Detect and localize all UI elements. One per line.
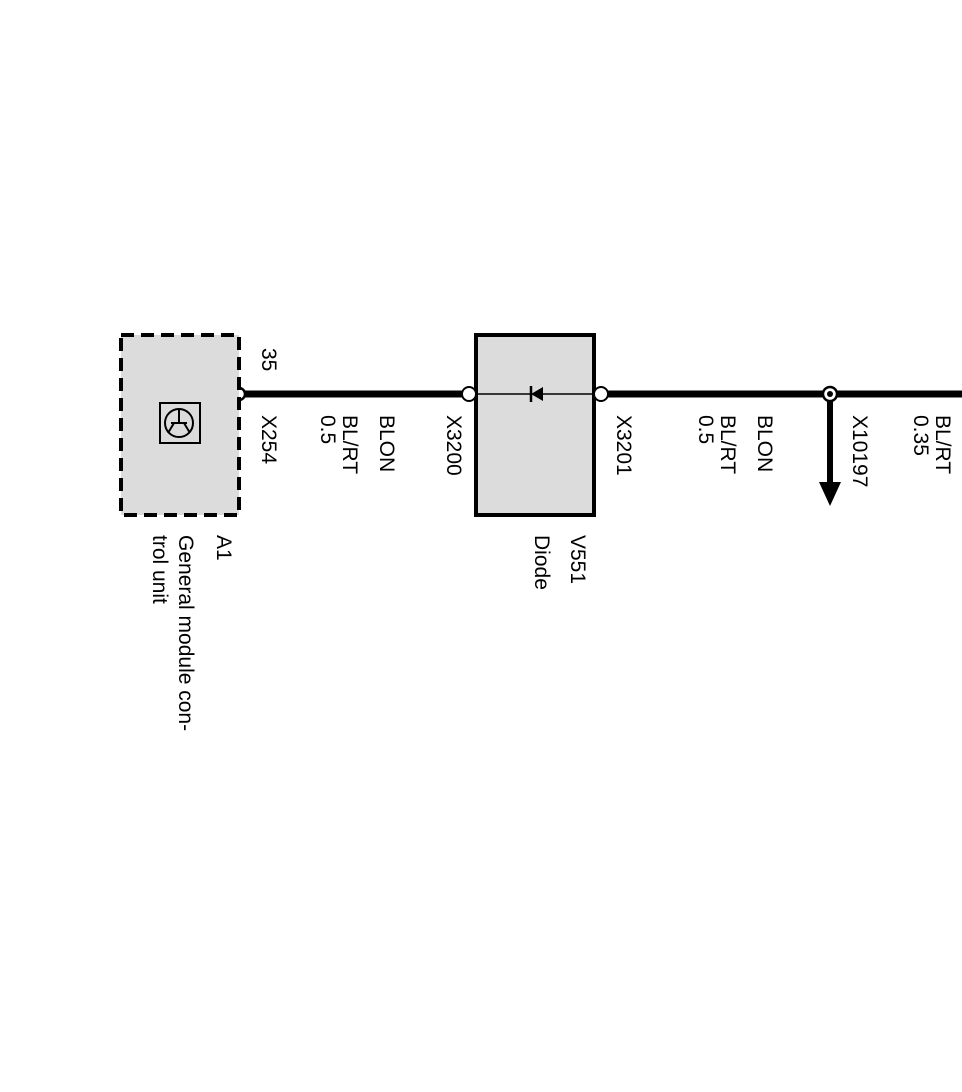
a1-component-name-line2: trol unit <box>148 535 171 604</box>
w1-size-label: 0.5 <box>316 415 339 445</box>
w2-color-label: BL/RT <box>716 415 739 475</box>
transistor-icon <box>159 402 201 444</box>
w2-size-label: 0.5 <box>694 415 717 445</box>
w2-system-label: BLON <box>753 415 776 473</box>
x3201-connector-label: X3201 <box>612 415 635 476</box>
splice-x10197-center <box>827 391 833 397</box>
a1-component-id: A1 <box>212 535 235 561</box>
w3-size-label: 0.35 <box>909 415 932 456</box>
arrow-down-icon[interactable] <box>819 400 841 506</box>
x3200-connector-label: X3200 <box>442 415 465 476</box>
a1-pin-number: 35 <box>257 348 280 372</box>
v551-component-box[interactable] <box>474 333 596 517</box>
a1-component-name-line1: General module con- <box>174 535 197 732</box>
v551-component-id: V551 <box>566 535 589 585</box>
a1-connector-label: X254 <box>257 415 280 465</box>
connector-x3201-terminal[interactable] <box>593 386 609 402</box>
w1-color-label: BL/RT <box>338 415 361 475</box>
diode-icon <box>529 386 543 402</box>
w3-color-label: BL/RT <box>931 415 954 475</box>
v551-component-name: Diode <box>530 535 553 590</box>
connector-x3200-terminal[interactable] <box>461 386 477 402</box>
w1-system-label: BLON <box>375 415 398 473</box>
splice-x10197-label: X10197 <box>848 415 871 488</box>
